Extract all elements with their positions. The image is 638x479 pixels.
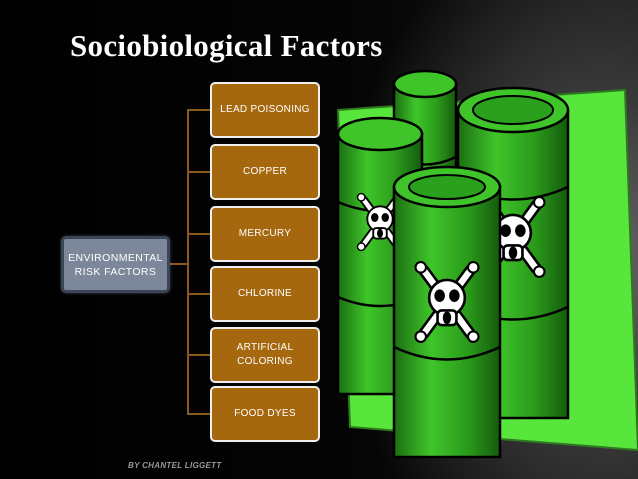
author-credit: BY CHANTEL LIGGETT <box>128 461 222 470</box>
connector-line <box>170 263 210 295</box>
slide-title: Sociobiological Factors <box>70 28 383 63</box>
branch-label: LEAD POISONING <box>220 104 310 115</box>
root-node-environmental-risk-factors: ENVIRONMENTAL RISK FACTORS <box>61 236 170 293</box>
branch-label: COPPER <box>242 166 288 177</box>
connector-line <box>170 263 210 415</box>
connector-line <box>170 171 210 265</box>
branch-label: MERCURY <box>238 228 292 239</box>
root-node-label: ENVIRONMENTAL RISK FACTORS <box>68 251 163 278</box>
branch-node-copper: COPPER <box>210 144 320 200</box>
branch-label: ARTIFICIAL COLORING <box>236 342 294 367</box>
branch-node-lead-poisoning: LEAD POISONING <box>210 82 320 138</box>
branch-node-mercury: MERCURY <box>210 206 320 262</box>
branch-label: CHLORINE <box>237 288 293 299</box>
branch-node-artificial-coloring: ARTIFICIAL COLORING <box>210 327 320 383</box>
branch-label: FOOD DYES <box>234 408 296 419</box>
toxic-waste-barrels-icon <box>336 69 638 459</box>
connector-line <box>170 263 210 356</box>
branch-node-food-dyes: FOOD DYES <box>210 386 320 442</box>
connector-line <box>170 233 210 265</box>
branch-node-chlorine: CHLORINE <box>210 266 320 322</box>
connector-line <box>170 109 210 265</box>
